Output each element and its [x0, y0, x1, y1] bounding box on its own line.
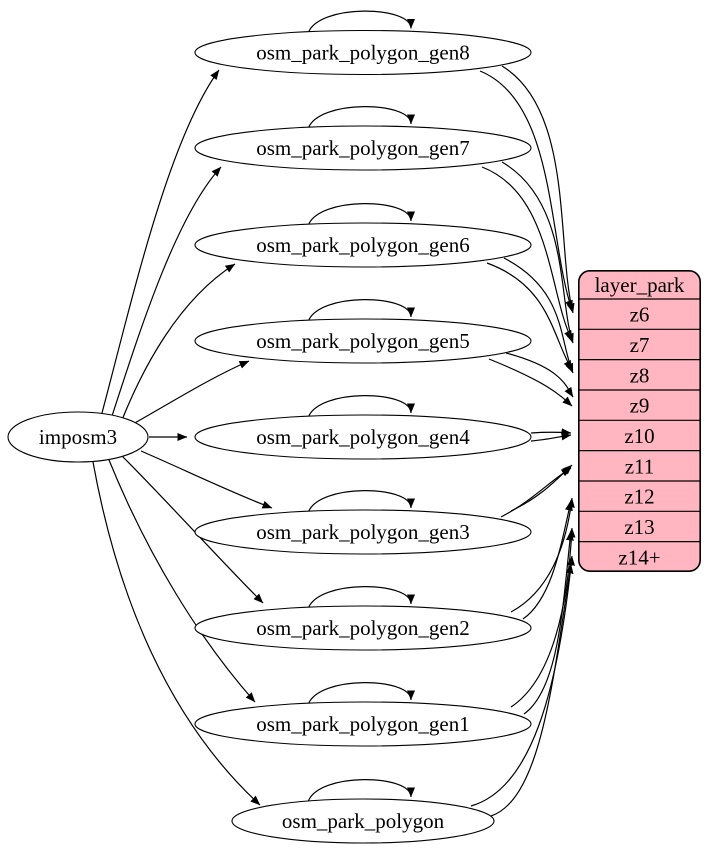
edge-polygon-z14 [470, 555, 576, 807]
edge-gen3-z11 [510, 464, 573, 512]
graph-node-gen3: osm_park_polygon_gen3 [194, 509, 532, 555]
layer-row-z12: z12 [624, 485, 654, 509]
edge-gen8-z6 [501, 65, 575, 314]
edge-gen2-z12 [522, 500, 573, 620]
edge-imposm3-gen6 [121, 263, 236, 421]
layer-table-group: layer_park z6 z7 z8 z9 z10 z11 z12 z13 z14+ [577, 269, 701, 572]
edge-gen4-z10 [530, 432, 572, 442]
node-label: imposm3 [39, 425, 117, 449]
layer-row-z9: z9 [630, 394, 650, 418]
layer-table-title: layer_park [595, 273, 685, 297]
graph-node-polygon: osm_park_polygon [231, 798, 495, 844]
edge-gen6-gen6-self-loop [307, 203, 415, 227]
node-label: osm_park_polygon_gen1 [256, 712, 469, 736]
edge-imposm3-gen5 [132, 360, 250, 425]
edge-imposm3-gen8 [101, 69, 220, 414]
node-ellipse [194, 29, 532, 76]
edge-gen2-z12 [510, 497, 575, 613]
layer-row-label: z11 [625, 454, 655, 478]
layer-row-z6: z6 [630, 303, 650, 327]
layer-row-label: z6 [630, 303, 650, 327]
edge-gen5-z9 [488, 358, 573, 407]
layer-row-label: z13 [624, 515, 654, 539]
edge-gen2-gen2-self-loop [307, 586, 415, 610]
edge-imposm3-gen2 [121, 455, 264, 604]
edge-polygon-z14 [490, 563, 574, 817]
layer-row-label: z10 [624, 424, 654, 448]
edge-gen5-gen5-self-loop [307, 299, 415, 323]
edge-gen7-z7 [481, 166, 573, 341]
graph-node-gen5: osm_park_polygon_gen5 [194, 318, 532, 364]
layer-row-label: z8 [630, 363, 650, 387]
edges-layer [92, 10, 576, 817]
layer-row-label: z12 [624, 485, 654, 509]
edge-imposm3-polygon [92, 461, 261, 806]
edge-gen7-gen7-self-loop [307, 106, 415, 130]
node-label: osm_park_polygon_gen8 [256, 41, 469, 65]
edge-gen8-z6 [479, 70, 573, 311]
node-ellipse [194, 318, 532, 364]
edge-gen4-z10 [530, 428, 572, 437]
edge-gen6-z8 [503, 257, 574, 374]
edge-gen8-gen8-self-loop [307, 10, 415, 34]
node-ellipse [194, 605, 532, 651]
edge-gen1-gen1-self-loop [307, 682, 415, 706]
node-label: osm_park_polygon_gen5 [256, 329, 469, 353]
nodes-layer: imposm3 osm_park_polygon_gen8 osm_park_pol… [7, 29, 532, 844]
layer-row-z14: z14+ [618, 545, 660, 569]
graph-node-gen4: osm_park_polygon_gen4 [194, 414, 532, 460]
node-label: osm_park_polygon_gen2 [256, 616, 469, 640]
graph-node-gen8: osm_park_polygon_gen8 [194, 29, 532, 76]
layer-row-z8: z8 [630, 363, 650, 387]
graph-node-gen1: osm_park_polygon_gen1 [194, 701, 532, 747]
edge-polygon-polygon-self-loop [307, 779, 415, 803]
edge-gen5-z9 [505, 352, 574, 398]
layer-row-z13: z13 [624, 515, 654, 539]
edge-gen7-z7 [501, 161, 574, 344]
edge-imposm3-gen3 [140, 450, 273, 509]
node-ellipse [7, 411, 149, 463]
node-ellipse [194, 125, 532, 171]
node-ellipse [194, 509, 532, 555]
layer-row-z11: z11 [625, 454, 655, 478]
graph-node-gen2: osm_park_polygon_gen2 [194, 605, 532, 651]
edge-imposm3-gen7 [111, 166, 222, 417]
node-ellipse [231, 798, 495, 844]
edge-gen6-z8 [486, 262, 573, 371]
node-ellipse [194, 222, 532, 268]
node-label: osm_park_polygon_gen7 [256, 136, 469, 160]
node-label: osm_park_polygon [282, 809, 445, 833]
node-ellipse [194, 701, 532, 747]
edge-gen4-gen4-self-loop [307, 395, 415, 419]
edge-imposm3-gen1 [108, 459, 256, 703]
node-ellipse [194, 414, 532, 460]
node-label: osm_park_polygon_gen6 [256, 233, 469, 257]
node-label: osm_park_polygon_gen3 [256, 520, 469, 544]
layer-row-label: z14+ [618, 545, 660, 569]
graph-node-gen6: osm_park_polygon_gen6 [194, 222, 532, 268]
layer-table-body [577, 269, 701, 572]
graph-node-imposm3: imposm3 [7, 411, 149, 463]
layer-row-z7: z7 [630, 333, 650, 357]
layer-row-label: z9 [630, 394, 650, 418]
graph-node-gen7: osm_park_polygon_gen7 [194, 125, 532, 171]
node-label: osm_park_polygon_gen4 [256, 425, 470, 449]
edge-gen3-gen3-self-loop [307, 490, 415, 514]
layer-row-z10: z10 [624, 424, 654, 448]
layer-row-label: z7 [630, 333, 650, 357]
